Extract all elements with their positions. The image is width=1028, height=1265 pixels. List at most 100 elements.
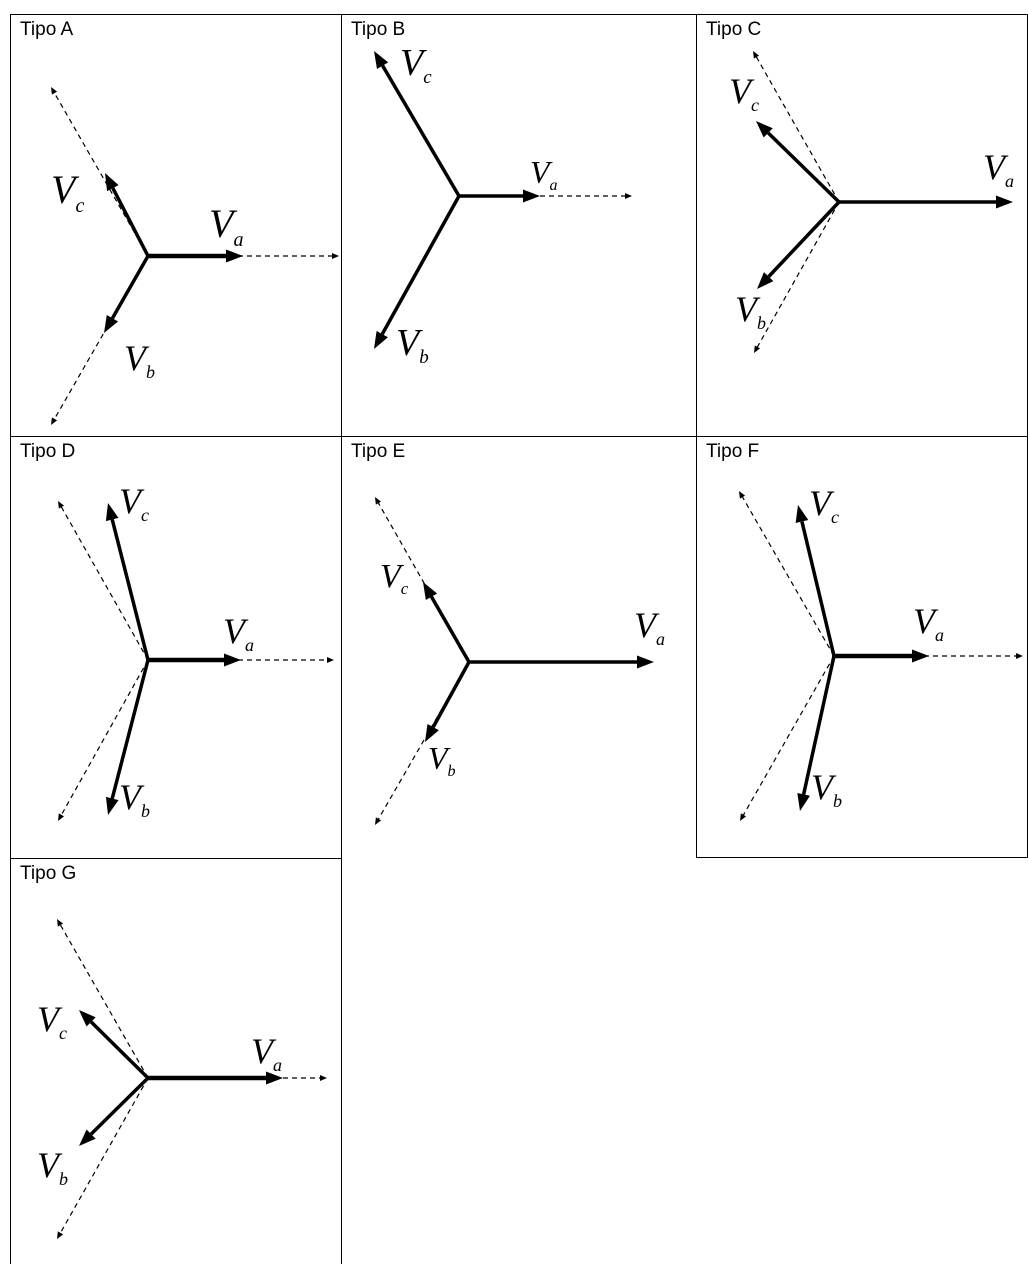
prefault-phasor-dashed (755, 55, 840, 203)
phasor-arrowhead (105, 796, 119, 815)
phasor-arrowhead (79, 1129, 96, 1146)
phasor-label-va: Va (634, 605, 665, 649)
phasor-label-va: Va (209, 201, 243, 251)
cell-label: Tipo G (20, 863, 77, 884)
phasor-label-va: Va (913, 601, 944, 645)
phasor-arrow (380, 195, 461, 335)
phasor-arrowhead (79, 1010, 96, 1027)
phasor-label-va: Va (223, 611, 254, 655)
phasor-arrow (111, 187, 150, 257)
phasor-label-vb: Vb (37, 1145, 68, 1189)
cell-label: Tipo B (351, 19, 406, 40)
phasor-arrowhead (374, 330, 388, 349)
phasor-arrowhead (105, 503, 119, 522)
phasor-arrow (110, 519, 150, 661)
phasor-arrowhead (912, 649, 929, 663)
phasor-arrowhead (795, 505, 809, 524)
phasor-arrowhead (266, 1071, 283, 1085)
dashed-arrowhead (332, 253, 339, 259)
phasor-label-vb: Vb (124, 338, 155, 382)
phasor-arrowhead (637, 655, 654, 669)
phasor-label-vb: Vb (396, 322, 429, 368)
cell-label: Tipo D (20, 441, 76, 462)
dashed-arrowhead (58, 813, 65, 821)
phasor-label-vc: Vc (400, 42, 432, 88)
dashed-arrowhead (625, 193, 632, 199)
dashed-arrowhead (740, 813, 747, 821)
phasor-arrow (431, 661, 471, 728)
phasor-arrowhead (224, 653, 241, 667)
phasor-label-va: Va (251, 1031, 282, 1075)
cropped-caption (0, 0, 1028, 14)
dashed-arrowhead (1016, 653, 1023, 659)
phasor-label-vc: Vc (380, 558, 409, 598)
phasor-arrowhead (104, 315, 119, 333)
phasor-label-vb: Vb (811, 767, 842, 811)
phasor-arrow (767, 200, 841, 278)
prefault-phasor-dashed (756, 201, 840, 349)
phasor-arrowhead (374, 51, 389, 69)
cell-label: Tipo A (20, 19, 74, 40)
dashed-arrowhead (58, 501, 65, 509)
cell-label: Tipo E (351, 441, 406, 462)
phasor-arrowhead (226, 249, 243, 263)
phasor-arrow (89, 1020, 150, 1080)
dashed-arrowhead (375, 817, 382, 825)
dashed-arrowhead (57, 1231, 64, 1239)
phasor-arrow (429, 595, 471, 663)
phasor-label-vb: Vb (735, 289, 766, 333)
phasor-arrowhead (996, 195, 1013, 209)
phasor-arrowhead (523, 189, 540, 203)
phasor-label-vc: Vc (51, 167, 84, 217)
dashed-arrowhead (320, 1075, 327, 1081)
phasor-arrowhead (797, 793, 810, 811)
phasor-label-va: Va (530, 154, 558, 194)
prefault-phasor-dashed (742, 655, 835, 817)
prefault-phasor-dashed (59, 1077, 149, 1235)
phasor-arrow (381, 64, 461, 197)
dashed-arrowhead (754, 345, 761, 353)
phasor-arrow (800, 521, 836, 657)
dashed-arrowhead (739, 491, 746, 499)
dashed-arrowhead (51, 417, 58, 425)
prefault-phasor-dashed (59, 923, 149, 1079)
phasor-arrowhead (756, 121, 773, 138)
phasor-arrow (110, 659, 150, 799)
phasor-arrow (766, 131, 841, 204)
dashed-arrowhead (57, 919, 64, 927)
phasor-label-va: Va (983, 147, 1014, 191)
cell-label: Tipo C (706, 19, 762, 40)
prefault-phasor-dashed (60, 505, 149, 661)
phasor-label-vc: Vc (729, 71, 759, 115)
dashed-arrowhead (753, 51, 760, 59)
phasor-arrow (110, 255, 150, 320)
phasor-arrowhead (757, 272, 774, 289)
phasor-label-vb: Vb (119, 777, 150, 821)
dashed-arrowhead (327, 657, 334, 663)
phasor-arrow (801, 655, 836, 795)
phasor-label-vb: Vb (428, 740, 456, 780)
prefault-phasor-dashed (741, 495, 835, 657)
phasor-label-vc: Vc (809, 483, 839, 527)
phasor-label-vc: Vc (37, 999, 67, 1043)
prefault-phasor-dashed (60, 659, 149, 817)
phasor-arrowhead (105, 173, 119, 192)
phasor-arrowhead (423, 582, 438, 600)
cell-label: Tipo F (706, 441, 760, 462)
phasor-arrow (89, 1076, 150, 1136)
dashed-arrowhead (51, 87, 58, 95)
